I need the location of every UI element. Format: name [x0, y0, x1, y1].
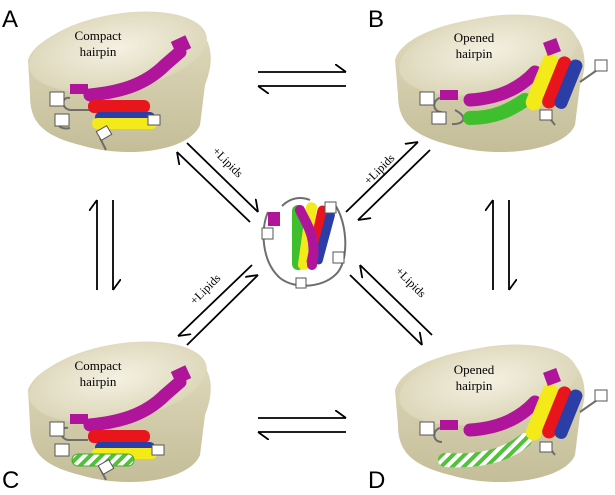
protein-a [49, 35, 192, 151]
helix-yellow-b [525, 53, 559, 111]
lipids-label-top-right: +Lipids [361, 151, 398, 188]
helix-blue-b [554, 59, 583, 109]
square-a2 [54, 113, 70, 127]
small-helix-center [268, 212, 280, 226]
panel-letter-b: B [368, 6, 384, 33]
square-center1 [261, 227, 274, 240]
state-label-c-line1: Compact [75, 358, 122, 373]
helix-magenta-center [295, 205, 319, 270]
helix-green-b [463, 93, 532, 125]
square-b2 [431, 111, 447, 125]
state-label-b-line2: hairpin [456, 46, 493, 61]
helix-yellow-d [525, 383, 559, 441]
arrow-pair-b-d [493, 200, 509, 290]
lipids-label-bottom-left: +Lipids [187, 271, 224, 308]
square-b3 [594, 59, 608, 72]
helix-red-b [542, 56, 572, 109]
square-center3 [332, 251, 345, 264]
arrow-pair-a-c [97, 200, 113, 290]
panel-letter-d: D [368, 467, 385, 494]
square-c1 [49, 421, 65, 437]
square-d2 [594, 389, 608, 402]
state-label-a-line2: hairpin [80, 44, 117, 59]
helix-blue-d [554, 389, 583, 439]
small-helix-a [70, 84, 88, 94]
square-d3 [539, 441, 553, 453]
helix-magenta-c [83, 375, 187, 432]
helix-magenta-a [83, 45, 187, 102]
square-c2 [54, 443, 70, 457]
square-c3 [97, 458, 115, 476]
square-a3 [95, 124, 113, 142]
state-label-d-line2: hairpin [456, 378, 493, 393]
helix-red-d [542, 386, 572, 439]
small-helix-d [440, 420, 458, 430]
protein-d [419, 368, 608, 468]
square-b4 [539, 109, 553, 121]
square-a1 [49, 91, 65, 107]
tip-helix-d [543, 368, 561, 386]
square-d1 [419, 421, 435, 436]
arrow-pair-c-center [177, 264, 259, 346]
panel-letter-a: A [2, 6, 18, 33]
small-helix-c [70, 414, 88, 424]
central-protein [261, 197, 347, 289]
helix-magenta-b [463, 65, 542, 107]
square-center2 [324, 201, 337, 214]
panel-b: B Opened hairpin [368, 6, 608, 153]
lipids-label-bottom-right: +Lipids [393, 264, 430, 301]
panel-c: C Compact hairpin [2, 341, 211, 494]
arrow-pair-a-b [258, 72, 346, 86]
square-c4 [151, 444, 165, 456]
square-b1 [419, 91, 435, 106]
helix-yellow-a [92, 118, 157, 129]
helix-blue-center [313, 210, 335, 265]
bilayer-disc-d [395, 344, 585, 483]
state-label-c-line2: hairpin [80, 374, 117, 389]
arrow-pair-b-center [345, 142, 431, 220]
square-center4 [295, 277, 307, 289]
lipids-label-top-left: +Lipids [210, 144, 247, 181]
tip-helix-a [170, 35, 192, 55]
helix-magenta-d [463, 395, 542, 437]
state-label-a-line1: Compact [75, 28, 122, 43]
panel-d: D Opened hairpin [368, 344, 608, 494]
square-a4 [147, 114, 161, 126]
bilayer-disc-a [28, 11, 211, 153]
state-label-b-line1: Opened [454, 30, 495, 45]
helix-red-a [88, 100, 150, 113]
arrow-pair-d-center [349, 264, 433, 346]
small-helix-b [440, 90, 458, 100]
tip-helix-b [543, 38, 561, 56]
helix-red-c [88, 430, 150, 443]
panel-a: A Compact hairpin [2, 6, 211, 153]
protein-b [419, 38, 608, 126]
panel-letter-c: C [2, 467, 19, 494]
arrow-pair-a-center [177, 142, 258, 223]
tip-helix-c [170, 365, 192, 385]
arrow-pair-c-d [258, 418, 346, 432]
state-label-d-line1: Opened [454, 362, 495, 377]
helix-hatched-green-d [438, 433, 532, 468]
protein-c [49, 365, 192, 481]
